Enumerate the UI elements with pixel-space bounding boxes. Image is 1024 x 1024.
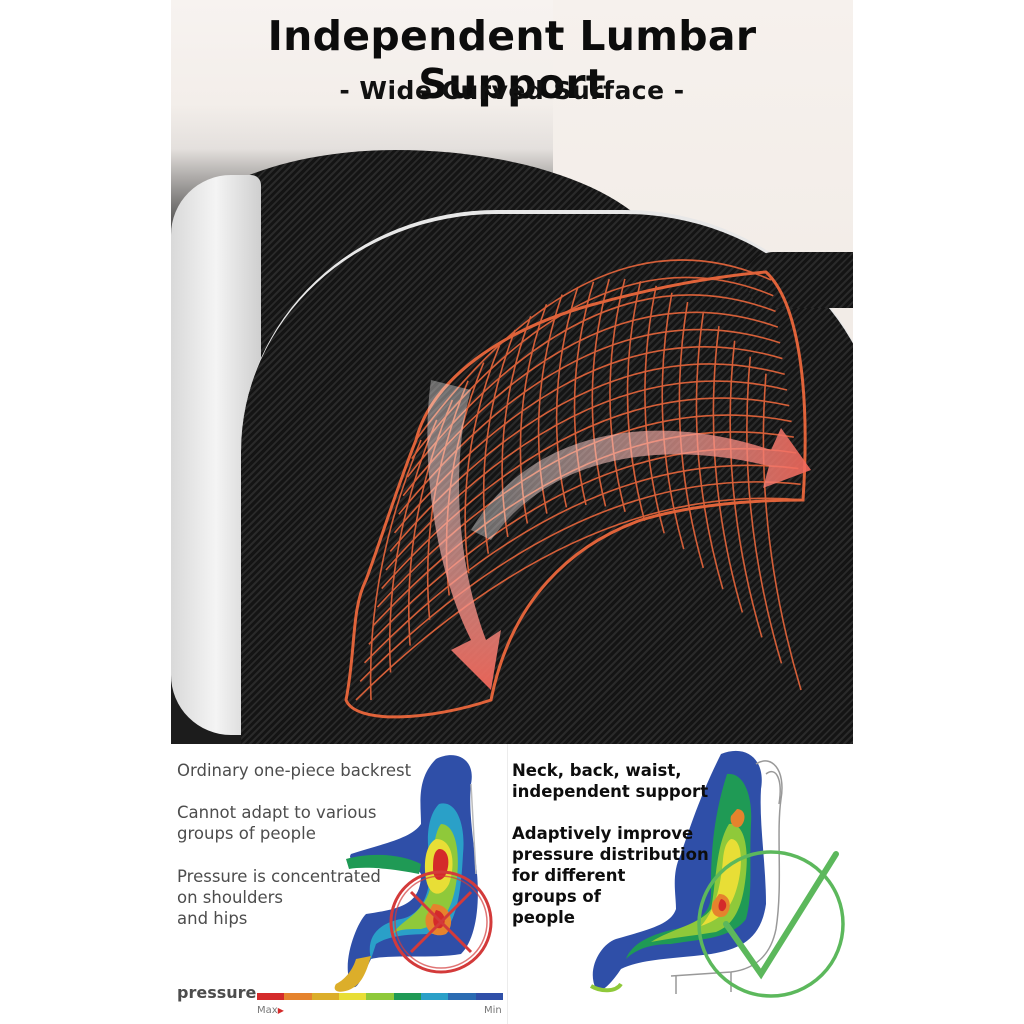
pressure-scale-swatch bbox=[284, 993, 312, 1000]
mesh-line-horizontal bbox=[359, 481, 801, 682]
mesh-line-horizontal bbox=[363, 464, 799, 664]
mesh-line-vertical bbox=[626, 280, 646, 522]
right-point-line-5: people bbox=[512, 908, 575, 927]
pressure-scale-swatch bbox=[366, 993, 394, 1000]
legend-max-text: Max bbox=[257, 1005, 278, 1016]
cross-circle-icon bbox=[389, 870, 493, 974]
hero-image: Independent Lumbar Support - Wide Curved… bbox=[171, 0, 853, 744]
pressure-scale-swatch bbox=[448, 993, 476, 1000]
page-title: Independent Lumbar Support bbox=[267, 12, 757, 108]
mesh-line-horizontal bbox=[355, 497, 804, 701]
lumbar-support-outline bbox=[344, 270, 807, 719]
comparison-panel: Ordinary one-piece backrest Cannot adapt… bbox=[171, 744, 853, 1024]
column-divider bbox=[507, 744, 508, 1024]
mesh-line-horizontal bbox=[415, 259, 772, 441]
mesh-line-vertical bbox=[464, 345, 501, 574]
left-point-1-line-1: Cannot adapt to various bbox=[177, 803, 377, 822]
legend-max-label: Max▶ bbox=[257, 1005, 284, 1016]
mesh-line-vertical bbox=[555, 286, 579, 508]
mesh-line-vertical bbox=[746, 356, 783, 664]
mesh-line-vertical bbox=[388, 419, 438, 673]
right-heading-line-1: Neck, back, waist, bbox=[512, 761, 682, 780]
mesh-line-vertical bbox=[729, 340, 763, 638]
left-point-2-line-2: on shoulders bbox=[177, 888, 283, 907]
armrest-mesh bbox=[746, 252, 853, 308]
triangle-right-icon: ▶ bbox=[277, 1006, 284, 1015]
legend-min-label: Min bbox=[484, 1005, 502, 1016]
arrow-down-icon bbox=[427, 380, 501, 690]
pressure-scale-swatch bbox=[475, 993, 503, 1000]
pressure-scale-swatch bbox=[420, 993, 449, 1000]
check-circle-icon bbox=[697, 850, 845, 998]
left-heading: Ordinary one-piece backrest bbox=[177, 761, 412, 780]
right-pressure-figure bbox=[589, 750, 783, 994]
page-subtitle: - Wide Curved Surface - bbox=[339, 76, 685, 105]
right-point-line-3: for different bbox=[512, 866, 626, 885]
right-point-line-1: Adaptively improve bbox=[512, 824, 694, 843]
left-point-1-line-2: groups of people bbox=[177, 824, 316, 843]
right-heading-line-2: independent support bbox=[512, 782, 709, 801]
product-poster: Independent Lumbar Support - Wide Curved… bbox=[171, 0, 853, 1024]
pressure-figures bbox=[334, 750, 845, 998]
lumbar-illustration bbox=[344, 259, 811, 719]
pressure-scale-swatch bbox=[311, 993, 339, 1000]
pressure-scale-swatch bbox=[393, 993, 421, 1000]
arrow-right-icon bbox=[471, 428, 811, 540]
mesh-line-vertical bbox=[762, 373, 802, 691]
mesh-line-vertical bbox=[573, 281, 595, 506]
pressure-scale-swatch bbox=[257, 993, 285, 1000]
left-point-2-line-1: Pressure is concentrated bbox=[177, 867, 381, 886]
mesh-line-vertical bbox=[369, 439, 422, 701]
right-point-line-2: pressure distribution bbox=[512, 845, 709, 864]
mesh-line-vertical bbox=[609, 278, 626, 512]
mesh-line-vertical bbox=[591, 278, 610, 507]
left-point-2-line-3: and hips bbox=[177, 909, 248, 928]
pressure-scale-bar bbox=[257, 993, 503, 1000]
pressure-scale-swatch bbox=[338, 993, 367, 1000]
pressure-legend-label: pressure bbox=[177, 983, 257, 1002]
lumbar-mesh-grid bbox=[355, 259, 804, 701]
right-point-line-4: groups of bbox=[512, 887, 601, 906]
